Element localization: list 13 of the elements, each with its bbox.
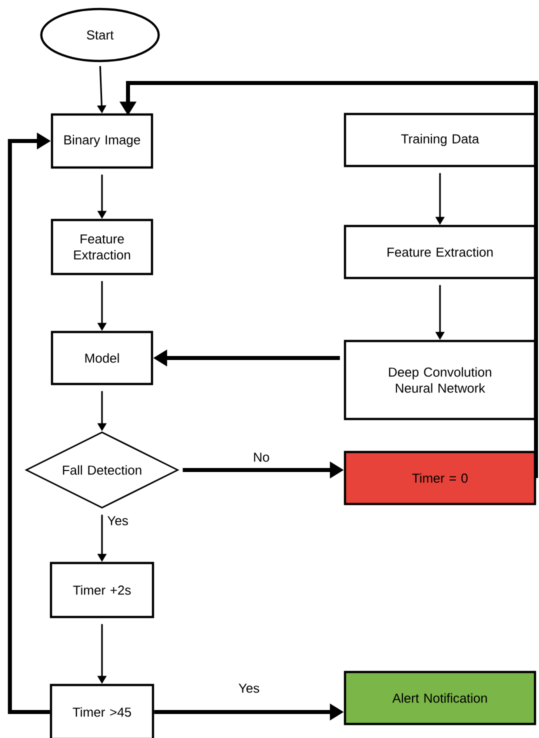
process-box: Timer = 0 [344, 450, 536, 506]
process-box: Feature Extraction [344, 224, 536, 280]
process-box: Training Data [344, 112, 536, 168]
process-box: Timer >45 [50, 684, 154, 738]
process-box: Timer +2s [50, 562, 154, 618]
edge-label: Yes [237, 682, 261, 694]
process-box: Binary Image [50, 113, 154, 169]
edge-label: No [252, 452, 271, 463]
process-box: Alert Notification [344, 670, 536, 726]
process-box: Deep Convolution Neural Network [344, 340, 536, 420]
process-box: Model [50, 330, 154, 386]
process-box: Feature Extraction [50, 218, 154, 276]
edge-label: Yes [106, 515, 130, 526]
